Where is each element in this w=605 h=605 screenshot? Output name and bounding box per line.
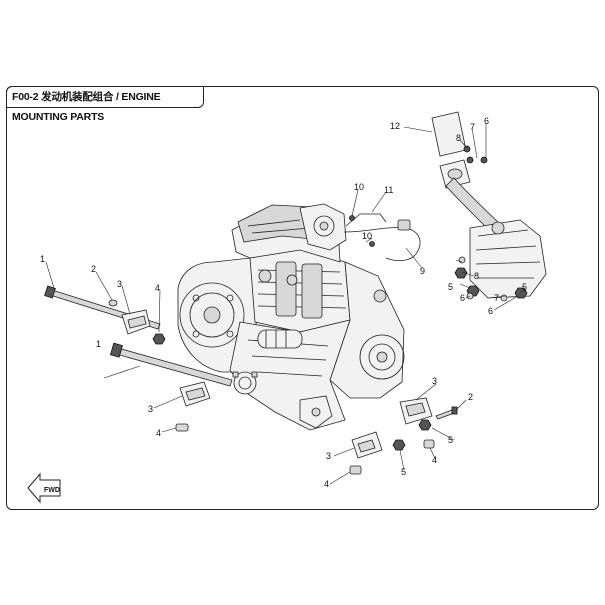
rubber-pad-right [423, 439, 435, 449]
breather-hose [343, 213, 421, 262]
nut-right [418, 419, 432, 431]
callout-5: 5 [522, 282, 527, 292]
fwd-label: FWD [44, 487, 60, 494]
callout-10: 10 [354, 182, 364, 192]
callout-3: 3 [326, 451, 331, 461]
bolt-right [435, 406, 458, 420]
callout-3: 3 [117, 279, 122, 289]
callout-6: 6 [460, 293, 465, 303]
callout-7: 7 [494, 293, 499, 303]
callout-11: 11 [384, 185, 393, 195]
callout-4: 4 [324, 479, 329, 489]
muffler [469, 219, 547, 299]
forward-arrow-icon: FWD [27, 472, 61, 504]
callout-2: 2 [468, 392, 473, 402]
callout-1: 1 [40, 254, 45, 264]
callout-4: 4 [432, 455, 437, 465]
callout-4: 4 [156, 428, 161, 438]
engine-assembly [177, 203, 405, 431]
callout-8: 8 [456, 133, 461, 143]
callout-3: 3 [148, 404, 153, 414]
callout-10: 10 [362, 231, 372, 241]
washer-left-upper [108, 299, 118, 307]
callout-3: 3 [432, 376, 437, 386]
rubber-pad-bottom [349, 465, 362, 475]
callout-numbers: 1 1 2 2 3 3 3 3 4 4 4 4 5 5 5 5 6 6 6 7 … [40, 116, 527, 489]
callout-5: 5 [448, 282, 453, 292]
callout-1: 1 [96, 339, 101, 349]
callout-4: 4 [155, 283, 160, 293]
muffler-hardware [454, 145, 528, 302]
callout-5: 5 [401, 467, 406, 477]
mount-bracket-bottom [351, 431, 383, 459]
callout-6: 6 [484, 116, 489, 126]
mount-bracket-left-lower [179, 381, 211, 407]
rubber-pad-left-lower [175, 423, 189, 432]
callout-9: 9 [420, 266, 425, 276]
nut-left-upper [152, 333, 166, 345]
nut-bottom [392, 439, 406, 451]
callout-7: 7 [470, 122, 475, 132]
exhaust-gasket [439, 159, 471, 189]
callout-5: 5 [448, 435, 453, 445]
diagram-title: F00-2 发动机装配组合 / ENGINE MOUNTING PARTS [6, 86, 204, 123]
mount-bracket-right [399, 397, 433, 425]
mount-bracket-left-upper [121, 309, 151, 335]
callout-8: 8 [474, 271, 479, 281]
callout-2: 2 [91, 264, 96, 274]
callout-6: 6 [488, 306, 493, 316]
leader-lines [45, 124, 527, 485]
long-mount-bolt-lower [110, 342, 233, 387]
diagram-frame [6, 86, 599, 510]
callout-12: 12 [390, 121, 400, 131]
